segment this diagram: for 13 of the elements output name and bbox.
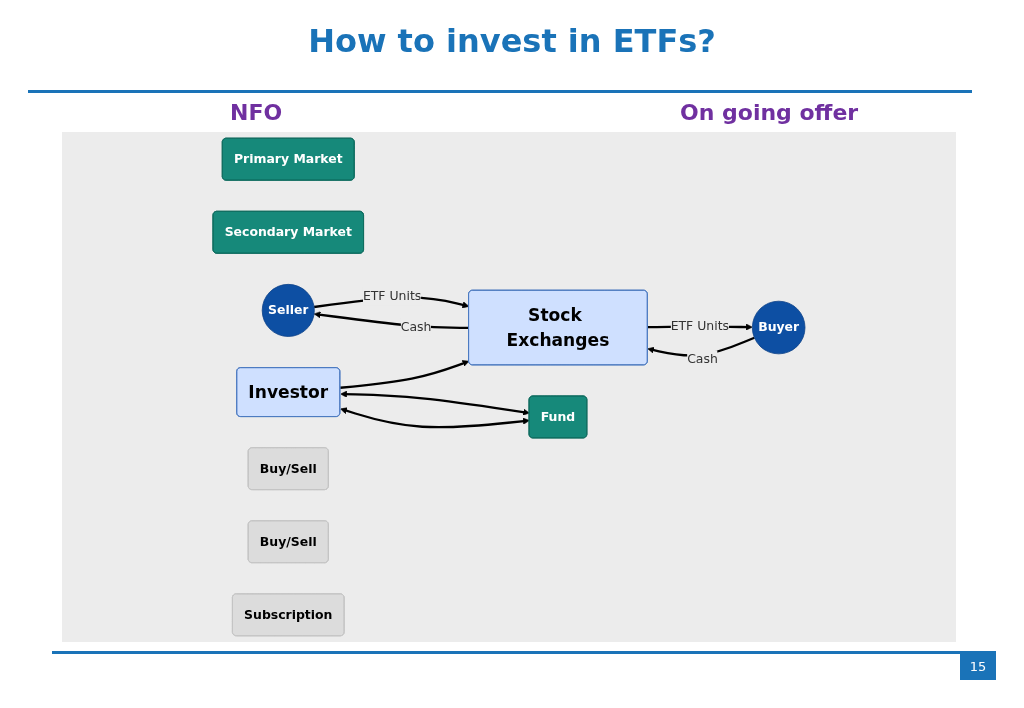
node-circle: Buyer bbox=[751, 300, 806, 355]
edge-label: ETF Units bbox=[362, 288, 422, 304]
arrow bbox=[340, 360, 470, 389]
edge-label: Cash bbox=[400, 319, 432, 335]
title: How to invest in ETFs? bbox=[307, 22, 717, 60]
arrow bbox=[340, 407, 530, 429]
column-heading: On going offer bbox=[680, 100, 859, 125]
page-number: 15 bbox=[960, 654, 996, 680]
column-heading: NFO bbox=[230, 100, 283, 125]
edge-label: Cash bbox=[687, 351, 718, 367]
arrow bbox=[340, 390, 530, 416]
edge-label: ETF Units bbox=[670, 318, 730, 334]
node-circle: Seller bbox=[261, 283, 315, 337]
